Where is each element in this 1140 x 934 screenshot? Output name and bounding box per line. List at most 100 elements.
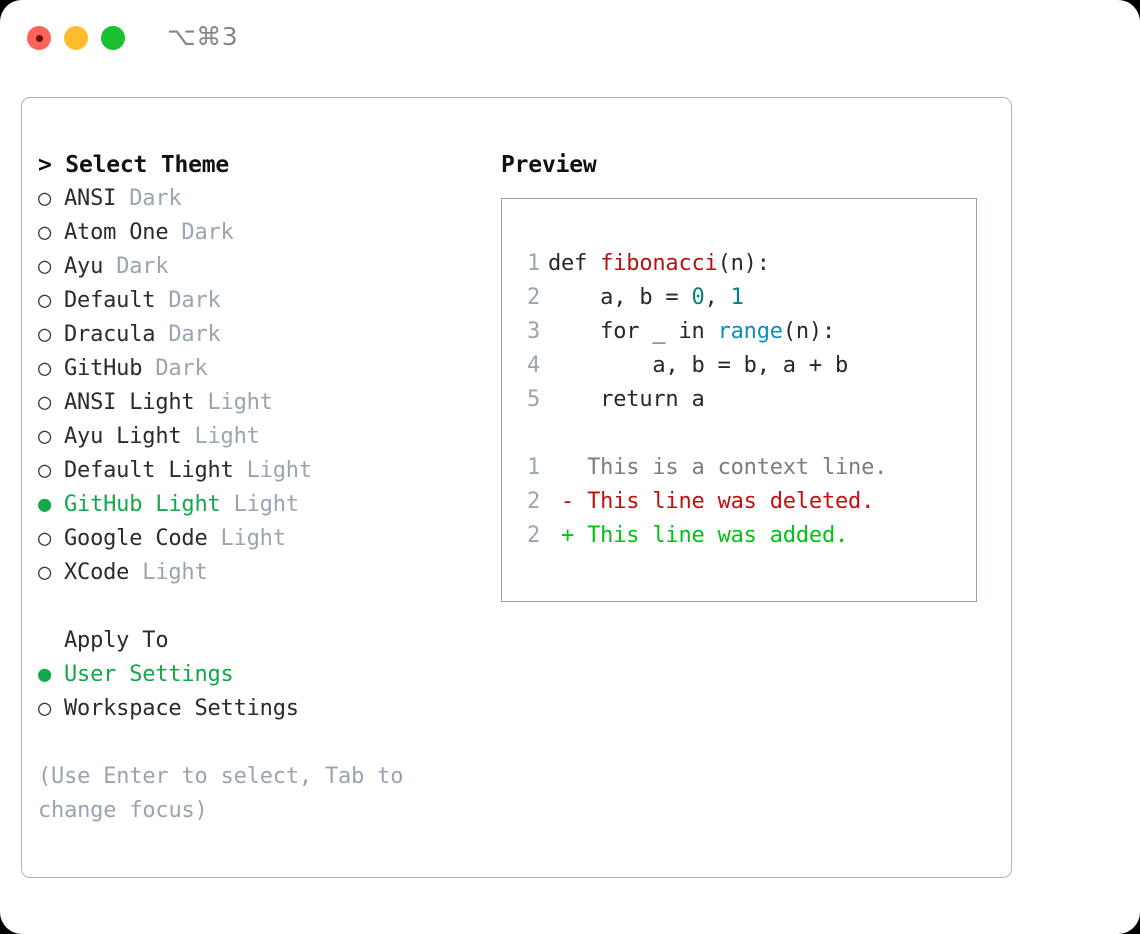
theme-list[interactable]: ○ ANSI Dark ○ Atom One Dark ○ Ayu Dark ○ Defaul… bbox=[38, 182, 488, 590]
theme-list-item[interactable]: ○ Default Light Light bbox=[38, 454, 488, 488]
radio-unselected-icon: ○ bbox=[38, 560, 52, 585]
theme-list-item[interactable]: ○ Ayu Light Light bbox=[38, 420, 488, 454]
theme-list-item[interactable]: ○ Google Code Light bbox=[38, 522, 488, 556]
code-line: 3 for _ in range(n): bbox=[516, 315, 976, 349]
theme-list-item[interactable]: ○ Ayu Dark bbox=[38, 250, 488, 284]
code-token: return a bbox=[548, 387, 705, 412]
line-number: 2 bbox=[526, 523, 540, 548]
code-token: 0 bbox=[691, 285, 705, 310]
theme-list-item[interactable]: ○ GitHub Dark bbox=[38, 352, 488, 386]
theme-name: Ayu bbox=[64, 254, 117, 279]
code-line: 1 def fibonacci(n): bbox=[516, 247, 976, 281]
code-token: , bbox=[704, 285, 731, 310]
radio-unselected-icon: ○ bbox=[38, 220, 52, 245]
radio-unselected-icon: ○ bbox=[38, 322, 52, 347]
diff-line: 2 - This line was deleted. bbox=[516, 485, 976, 519]
code-token: range bbox=[717, 319, 783, 344]
radio-unselected-icon: ○ bbox=[38, 458, 52, 483]
theme-name: Default bbox=[64, 288, 169, 313]
theme-list-item[interactable]: ● GitHub Light Light bbox=[38, 488, 488, 522]
line-number: 5 bbox=[526, 387, 540, 412]
theme-select-column: > Select Theme ○ANSI Dark○Atom One Dark○… bbox=[38, 148, 488, 828]
title-bar: ⌥⌘3 bbox=[0, 0, 1140, 78]
apply-to-item[interactable]: ● User Settings bbox=[38, 658, 488, 692]
theme-name: Default Light bbox=[64, 458, 247, 483]
apply-to-item[interactable]: ○Workspace Settings bbox=[38, 692, 488, 726]
radio-unselected-icon: ○ bbox=[38, 526, 52, 551]
theme-category-tag: Dark bbox=[181, 220, 234, 245]
theme-category-tag: Dark bbox=[155, 356, 208, 381]
line-number: 1 bbox=[526, 251, 540, 276]
theme-name: Google Code bbox=[64, 526, 221, 551]
theme-name: ANSI Light bbox=[64, 390, 208, 415]
line-number: 4 bbox=[526, 353, 540, 378]
apply-to-list[interactable]: ● User Settings ○Workspace Settings bbox=[38, 658, 488, 726]
radio-unselected-icon: ○ bbox=[38, 696, 52, 721]
radio-unselected-icon: ○ bbox=[38, 288, 52, 313]
radio-unselected-icon: ○ bbox=[38, 186, 52, 211]
close-button[interactable] bbox=[27, 26, 51, 50]
theme-category-tag: Light bbox=[207, 390, 273, 415]
theme-category-tag: Dark bbox=[168, 288, 221, 313]
theme-category-tag: Light bbox=[220, 526, 286, 551]
theme-name: ANSI bbox=[64, 186, 130, 211]
radio-selected-icon: ● bbox=[38, 662, 52, 687]
theme-list-item[interactable]: ○Dracula Dark bbox=[38, 318, 488, 352]
theme-list-item[interactable]: ○ Atom One Dark bbox=[38, 216, 488, 250]
diff-text: - This line was deleted. bbox=[548, 489, 875, 514]
code-token: (n): bbox=[782, 319, 836, 344]
code-line: 4 a, b = b, a + b bbox=[516, 349, 976, 383]
radio-selected-icon: ● bbox=[38, 492, 52, 517]
theme-category-tag: Light bbox=[194, 424, 260, 449]
theme-list-item[interactable]: ○ ANSI Light Light bbox=[38, 386, 488, 420]
theme-category-tag: Dark bbox=[116, 254, 169, 279]
theme-name: Atom One bbox=[64, 220, 182, 245]
theme-name: GitHub Light bbox=[64, 492, 234, 517]
code-line: 5 return a bbox=[516, 383, 976, 417]
minimize-button[interactable] bbox=[64, 26, 88, 50]
select-theme-header: > Select Theme bbox=[38, 152, 230, 178]
code-token: 1 bbox=[730, 285, 744, 310]
close-icon bbox=[35, 34, 43, 42]
diff-line: 2 + This line was added. bbox=[516, 519, 976, 553]
line-number: 3 bbox=[526, 319, 540, 344]
theme-list-item[interactable]: ○XCode Light bbox=[38, 556, 488, 590]
theme-category-tag: Dark bbox=[129, 186, 182, 211]
radio-unselected-icon: ○ bbox=[38, 254, 52, 279]
theme-list-item[interactable]: ○ Default Dark bbox=[38, 284, 488, 318]
apply-to-header: Apply To bbox=[64, 628, 169, 653]
code-token: def bbox=[548, 251, 601, 276]
diff-sample: 1 This is a context line.2 - This line w… bbox=[516, 451, 976, 553]
keyboard-shortcut-label: ⌥⌘3 bbox=[167, 22, 239, 51]
theme-name: XCode bbox=[64, 560, 143, 585]
radio-unselected-icon: ○ bbox=[38, 356, 52, 381]
diff-line: 1 This is a context line. bbox=[516, 451, 976, 485]
code-diff-spacer bbox=[516, 417, 976, 451]
radio-unselected-icon: ○ bbox=[38, 390, 52, 415]
theme-list-item[interactable]: ○ ANSI Dark bbox=[38, 182, 488, 216]
apply-to-section: Apply To ● User Settings ○Workspace Settin… bbox=[38, 624, 488, 726]
theme-category-tag: Dark bbox=[168, 322, 221, 347]
line-number: 1 bbox=[526, 455, 540, 480]
preview-title: Preview bbox=[501, 152, 597, 178]
apply-to-label: User Settings bbox=[64, 662, 234, 687]
keyboard-hint: (Use Enter to select, Tab to change focu… bbox=[38, 764, 404, 823]
theme-category-tag: Light bbox=[233, 492, 299, 517]
line-number: 2 bbox=[526, 285, 540, 310]
theme-category-tag: Light bbox=[246, 458, 312, 483]
code-token: a, b = b, a + b bbox=[548, 353, 849, 378]
code-token: fibonacci bbox=[600, 251, 718, 276]
code-token: (n): bbox=[717, 251, 770, 276]
traffic-lights bbox=[27, 26, 125, 50]
code-token: for _ in bbox=[548, 319, 718, 344]
diff-text: This is a context line. bbox=[548, 455, 888, 480]
theme-name: GitHub bbox=[64, 356, 156, 381]
main-panel: > Select Theme ○ANSI Dark○Atom One Dark○… bbox=[21, 97, 1012, 878]
theme-name: Ayu Light bbox=[64, 424, 195, 449]
radio-unselected-icon: ○ bbox=[38, 424, 52, 449]
maximize-button[interactable] bbox=[101, 26, 125, 50]
